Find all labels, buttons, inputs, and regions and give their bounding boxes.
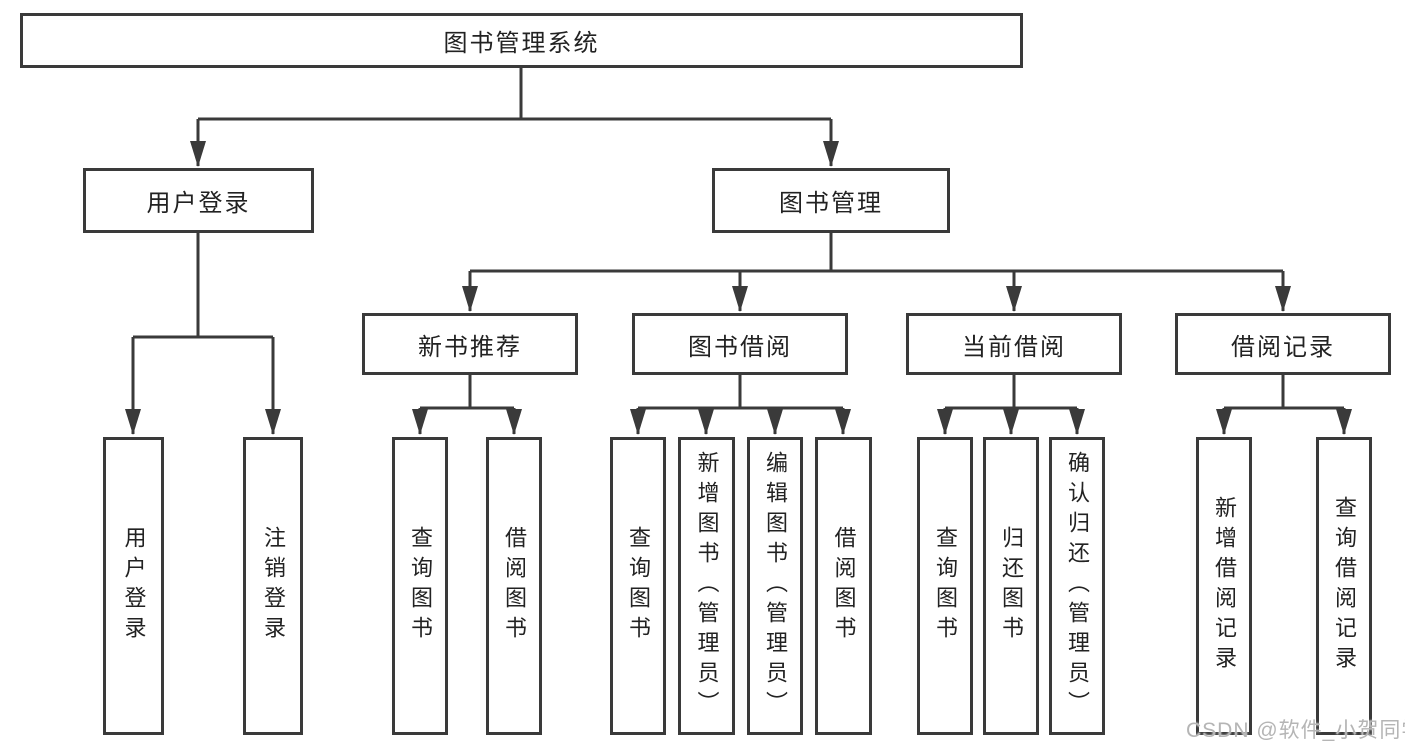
leaf-logout: 注销登录 (243, 437, 303, 735)
leaf-label: 编辑图书（管理员） (763, 451, 788, 721)
leaf-return-books: 归还图书 (983, 437, 1039, 735)
node-new-book-recommend: 新书推荐 (362, 313, 578, 375)
node-user-login: 用户登录 (83, 168, 314, 233)
leaf-label: 归还图书 (999, 526, 1024, 646)
leaf-label: 新增借阅记录 (1212, 496, 1237, 676)
leaf-query-books-current: 查询图书 (917, 437, 973, 735)
node-book-management: 图书管理 (712, 168, 950, 233)
leaf-label: 查询借阅记录 (1332, 496, 1357, 676)
node-label: 图书管理系统 (443, 30, 600, 57)
node-label: 新书推荐 (418, 333, 522, 361)
leaf-confirm-return-admin: 确认归还（管理员） (1049, 437, 1105, 735)
leaf-query-books-recommend: 查询图书 (392, 437, 448, 735)
leaf-label: 查询图书 (408, 526, 433, 646)
leaf-label: 注销登录 (261, 526, 286, 646)
leaf-edit-books-admin: 编辑图书（管理员） (747, 437, 803, 735)
node-label: 当前借阅 (962, 333, 1066, 361)
leaf-label: 借阅图书 (502, 526, 527, 646)
node-book-borrowing: 图书借阅 (632, 313, 848, 375)
leaf-label: 借阅图书 (831, 526, 857, 646)
node-book-management-system: 图书管理系统 (20, 13, 1023, 68)
leaf-borrow-books: 借阅图书 (815, 437, 872, 735)
node-label: 用户登录 (146, 190, 251, 217)
node-label: 借阅记录 (1231, 333, 1335, 361)
leaf-query-borrow-record: 查询借阅记录 (1316, 437, 1372, 735)
node-label: 图书管理 (779, 190, 883, 217)
leaf-user-login: 用户登录 (103, 437, 164, 735)
node-label: 图书借阅 (688, 333, 792, 361)
leaf-add-books-admin: 新增图书（管理员） (678, 437, 735, 735)
node-current-borrowing: 当前借阅 (906, 313, 1122, 375)
leaf-label: 确认归还（管理员） (1065, 451, 1090, 721)
leaf-add-borrow-record: 新增借阅记录 (1196, 437, 1252, 735)
leaf-query-books-borrowing: 查询图书 (610, 437, 666, 735)
leaf-label: 查询图书 (626, 526, 651, 646)
leaf-label: 查询图书 (933, 526, 958, 646)
leaf-label: 用户登录 (121, 526, 147, 646)
csdn-watermark: CSDN @软件_小贺同学 (1186, 719, 1405, 742)
leaf-borrow-books-recommend: 借阅图书 (486, 437, 542, 735)
node-borrowing-records: 借阅记录 (1175, 313, 1391, 375)
leaf-label: 新增图书（管理员） (694, 451, 720, 721)
